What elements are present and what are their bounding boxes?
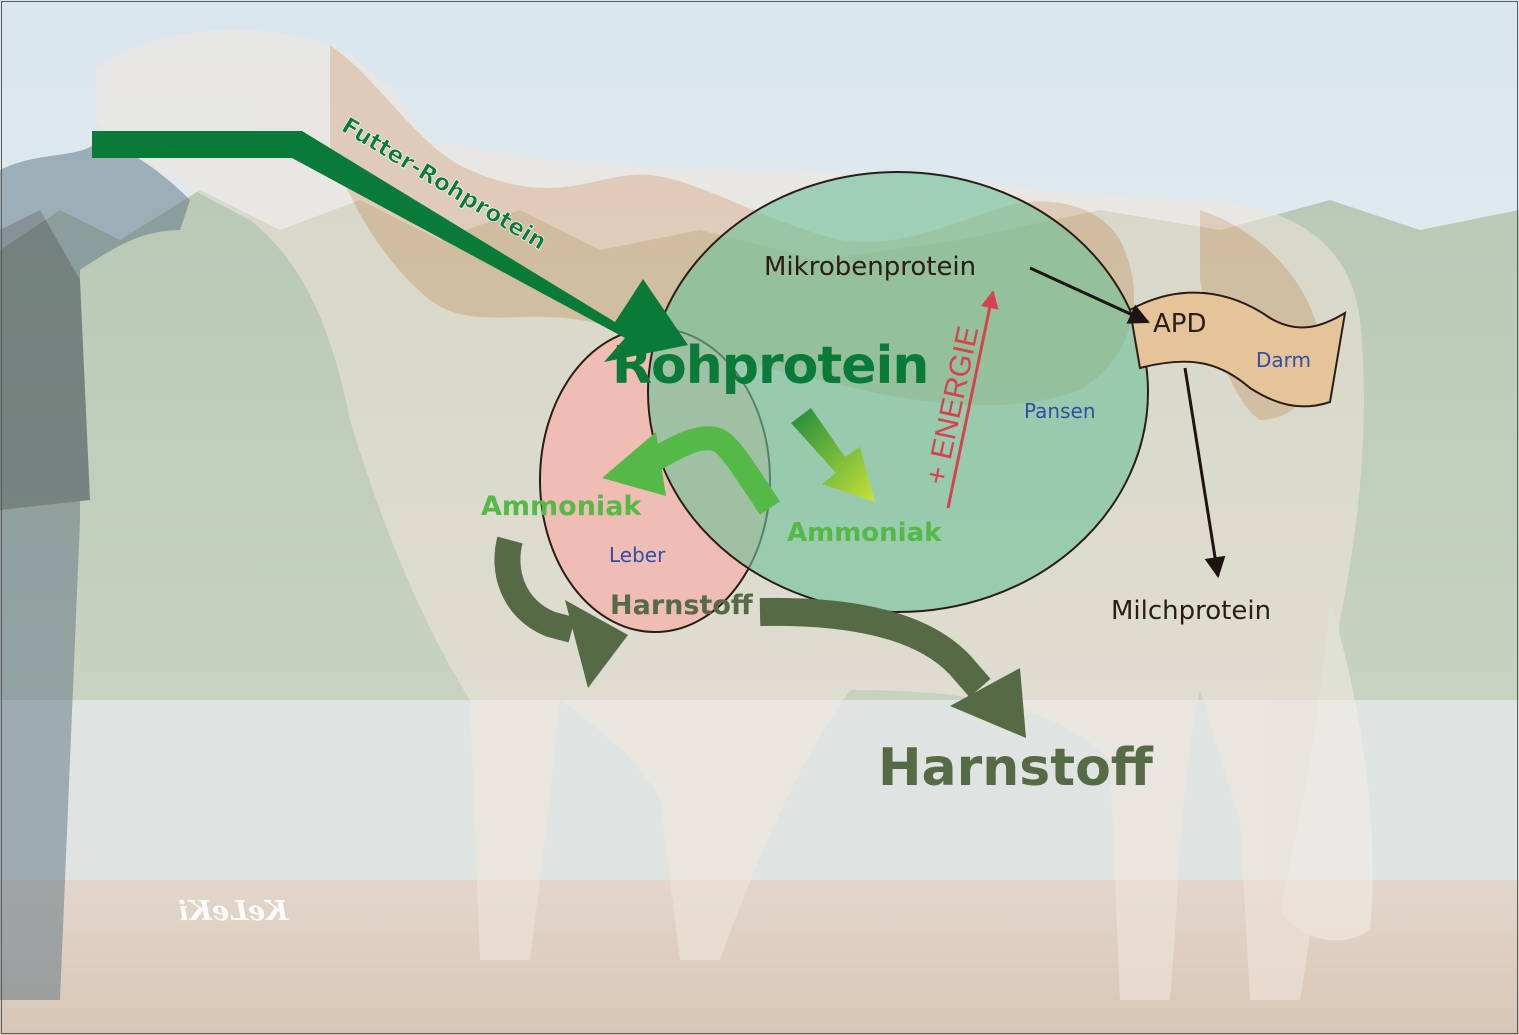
ammonia-liver-label: Ammoniak: [481, 493, 641, 520]
ammonia-rumen-label: Ammoniak: [787, 520, 941, 546]
liver-label: Leber: [609, 545, 665, 565]
crude-protein-label: Rohprotein: [612, 340, 928, 392]
microbial-protein-label: Mikrobenprotein: [764, 254, 976, 280]
urea-liver-label: Harnstoff: [610, 592, 753, 619]
rumen-label: Pansen: [1024, 401, 1096, 421]
apd-label: APD: [1153, 311, 1207, 337]
watermark-logo: KeLeKi: [178, 896, 289, 927]
intestine-label: Darm: [1256, 350, 1311, 370]
milk-protein-label: Milchprotein: [1111, 598, 1271, 624]
urea-excreted-label: Harnstoff: [878, 742, 1153, 794]
